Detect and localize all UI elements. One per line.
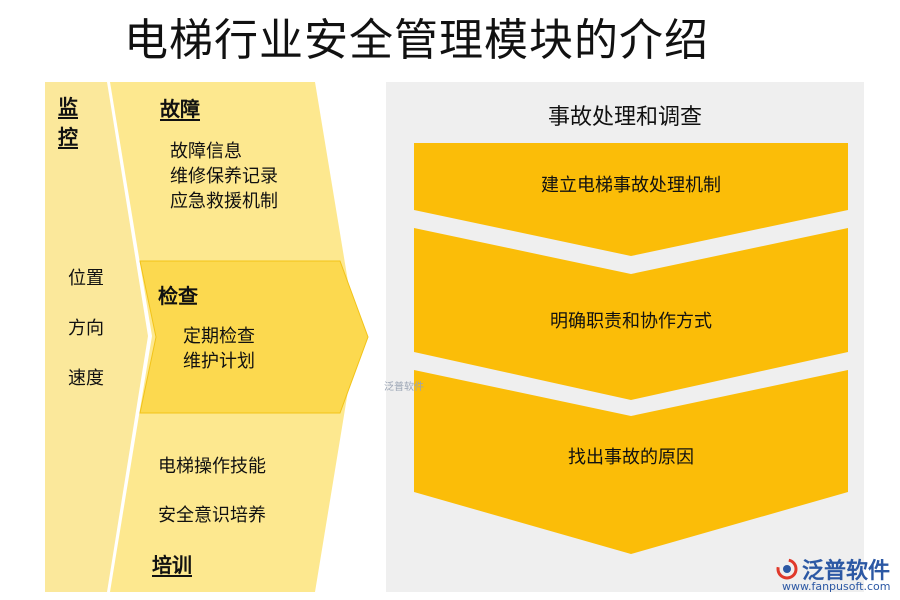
step-label-1: 建立电梯事故处理机制 (541, 175, 721, 196)
check-chevron-shape (139, 260, 369, 414)
check-items: 定期检查 维护计划 (183, 324, 255, 374)
page-title: 电梯行业安全管理模块的介绍 (124, 15, 709, 66)
accident-section-title: 事故处理和调查 (547, 105, 702, 130)
brand-swirl-icon (776, 558, 798, 580)
fault-item: 故障信息 (170, 141, 242, 162)
monitor-item-speed: 速度 (68, 368, 104, 389)
brand-name: 泛普软件 (802, 559, 891, 584)
training-item: 安全意识培养 (158, 505, 266, 526)
step-label-2: 明确职责和协作方式 (550, 311, 712, 332)
step-chevron-1 (414, 143, 848, 256)
step-chevron-3 (414, 370, 848, 554)
monitor-item-position: 位置 (68, 268, 104, 289)
fault-heading: 故障 (160, 97, 200, 121)
brand-logo: 泛普软件 (776, 553, 890, 585)
fault-item: 维修保养记录 (170, 166, 278, 187)
monitor-item-direction: 方向 (68, 318, 104, 339)
check-item: 维护计划 (183, 351, 255, 372)
brand-url: www.fanpusoft.com (782, 580, 891, 593)
check-item: 定期检查 (183, 326, 255, 347)
step-chevron-2 (414, 228, 848, 400)
monitor-column-shape (45, 82, 148, 592)
fault-item: 应急救援机制 (170, 191, 278, 212)
step-label-3: 找出事故的原因 (568, 447, 694, 468)
training-heading: 培训 (152, 553, 192, 577)
fault-items: 故障信息 维修保养记录 应急救援机制 (170, 139, 278, 214)
training-item: 电梯操作技能 (158, 456, 266, 477)
watermark-small: 泛普软件 (384, 382, 424, 393)
monitor-heading: 监控 (58, 95, 78, 149)
check-heading: 检查 (158, 284, 198, 308)
